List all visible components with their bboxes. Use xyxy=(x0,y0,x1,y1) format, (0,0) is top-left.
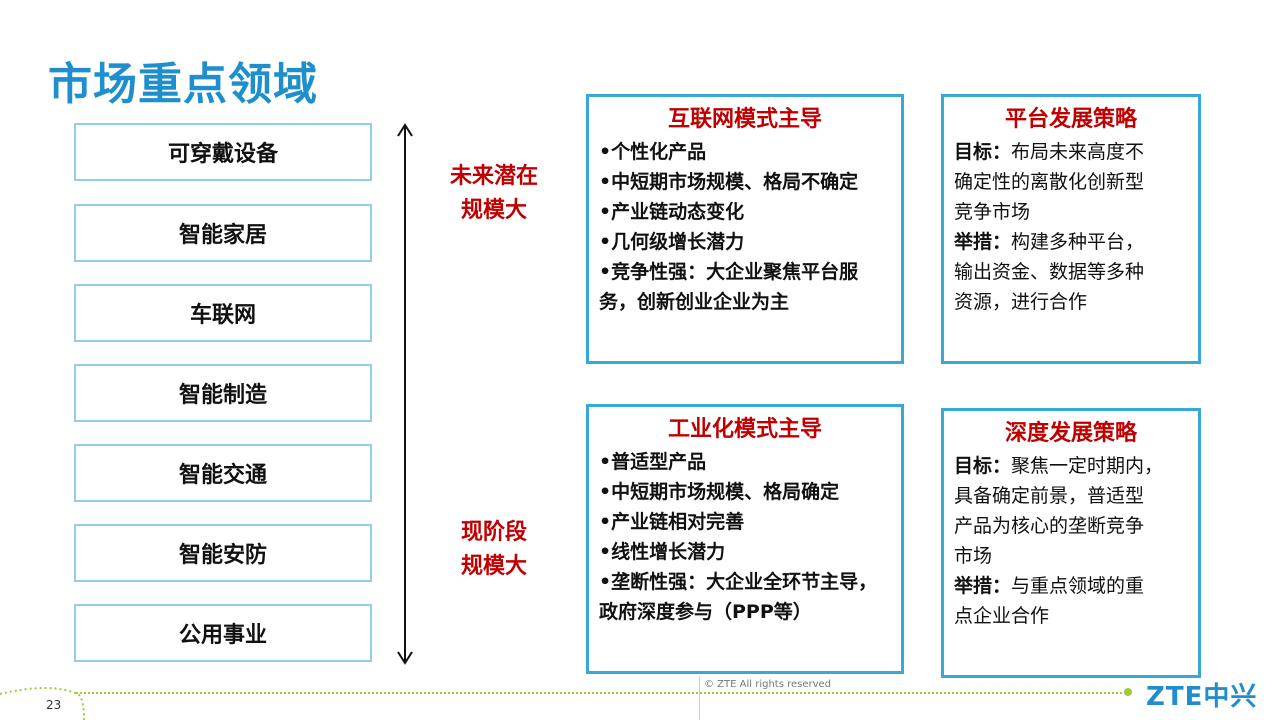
future-scale-line-2: 规模大 xyxy=(460,198,527,223)
internet-mode-box: 互联网模式主导 •个性化产品 •中短期市场规模、格局不确定 •产业链动态变化 •… xyxy=(586,94,904,364)
internet-mode-line: •个性化产品 xyxy=(599,141,707,163)
depth-goal-line: 目标：聚焦一定时期内， xyxy=(954,451,1188,481)
depth-goal-line: 产品为核心的垄断竞争 xyxy=(954,515,1145,537)
goal-key: 目标： xyxy=(954,141,1012,163)
footer-dot xyxy=(1124,688,1132,696)
domain-smart-home: 智能家居 xyxy=(74,204,372,262)
domain-wearables: 可穿戴设备 xyxy=(74,123,372,181)
platform-measure-line: 输出资金、数据等多种 xyxy=(954,261,1145,283)
current-scale-label: 现阶段 规模大 xyxy=(434,516,554,584)
industrial-mode-box: 工业化模式主导 •普适型产品 •中短期市场规模、格局确定 •产业链相对完善 •线… xyxy=(586,404,904,674)
domain-smart-security: 智能安防 xyxy=(74,524,372,582)
industrial-mode-line: 政府深度参与（PPP等） xyxy=(599,601,812,623)
double-arrow-icon xyxy=(397,123,413,665)
copyright-text: © ZTE All rights reserved xyxy=(704,679,832,690)
goal-text: 聚焦一定时期内， xyxy=(1011,455,1164,477)
industrial-mode-line: •产业链相对完善 xyxy=(599,511,745,533)
footer-curve-decoration xyxy=(0,687,85,720)
page-title: 市场重点领域 xyxy=(48,59,318,110)
depth-goal-line: 具备确定前景，普适型 xyxy=(954,485,1145,507)
measure-key: 举措： xyxy=(954,575,1012,597)
internet-mode-line: •产业链动态变化 xyxy=(599,201,745,223)
platform-measure-line: 举措：构建多种平台， xyxy=(954,227,1188,257)
industrial-mode-line: •线性增长潜力 xyxy=(599,541,726,563)
industrial-mode-line: •垄断性强：大企业全环节主导， xyxy=(599,571,878,593)
goal-text: 布局未来高度不 xyxy=(1011,141,1145,163)
measure-text: 与重点领域的重 xyxy=(1011,575,1145,597)
domain-smart-manufacturing: 智能制造 xyxy=(74,364,372,422)
depth-strategy-box: 深度发展策略 目标：聚焦一定时期内， 具备确定前景，普适型 产品为核心的垄断竞争… xyxy=(941,408,1201,678)
footer-dotted-line xyxy=(76,692,1126,694)
platform-goal-line: 竞争市场 xyxy=(954,201,1031,223)
current-scale-line-2: 规模大 xyxy=(460,554,527,579)
depth-measure-line: 点企业合作 xyxy=(954,605,1050,627)
internet-mode-line: •竞争性强：大企业聚焦平台服 xyxy=(599,261,859,283)
industrial-mode-line: •中短期市场规模、格局确定 xyxy=(599,481,840,503)
internet-mode-title: 互联网模式主导 xyxy=(667,107,822,132)
footer-divider xyxy=(699,676,700,720)
industrial-mode-title: 工业化模式主导 xyxy=(667,417,822,442)
page-number: 23 xyxy=(46,698,62,712)
domain-connected-car: 车联网 xyxy=(74,284,372,342)
internet-mode-line: 务，创新创业企业为主 xyxy=(599,291,790,313)
measure-text: 构建多种平台， xyxy=(1011,231,1145,253)
domain-utilities: 公用事业 xyxy=(74,604,372,662)
platform-strategy-title: 平台发展策略 xyxy=(1004,107,1137,132)
platform-goal-line: 目标：布局未来高度不 xyxy=(954,137,1188,167)
internet-mode-line: •几何级增长潜力 xyxy=(599,231,745,253)
future-scale-label: 未来潜在 规模大 xyxy=(434,160,554,228)
goal-key: 目标： xyxy=(954,455,1012,477)
current-scale-line-1: 现阶段 xyxy=(460,520,527,545)
zte-logo: ZTE中兴 xyxy=(1146,682,1258,712)
internet-mode-line: •中短期市场规模、格局不确定 xyxy=(599,171,859,193)
depth-goal-line: 市场 xyxy=(954,545,993,567)
depth-strategy-title: 深度发展策略 xyxy=(1004,421,1137,446)
industrial-mode-line: •普适型产品 xyxy=(599,451,707,473)
platform-goal-line: 确定性的离散化创新型 xyxy=(954,171,1145,193)
depth-measure-line: 举措：与重点领域的重 xyxy=(954,571,1188,601)
future-scale-line-1: 未来潜在 xyxy=(449,164,538,189)
platform-strategy-box: 平台发展策略 目标：布局未来高度不 确定性的离散化创新型 竞争市场 举措：构建多… xyxy=(941,94,1201,364)
measure-key: 举措： xyxy=(954,231,1012,253)
domain-smart-transport: 智能交通 xyxy=(74,444,372,502)
platform-measure-line: 资源，进行合作 xyxy=(954,291,1088,313)
